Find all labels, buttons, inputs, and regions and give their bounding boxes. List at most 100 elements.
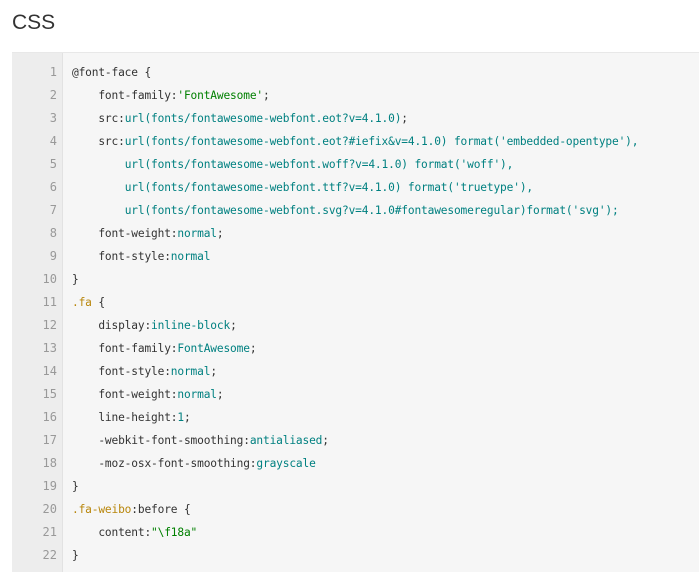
code-token: FontAwesome — [177, 342, 250, 355]
line-number: 3 — [49, 111, 57, 125]
code-token: font-style: — [98, 250, 171, 263]
code-token: font-weight: — [98, 227, 178, 240]
code-line: 7 url(fonts/fontawesome-webfont.svg?v=4.… — [12, 199, 699, 222]
indent — [72, 319, 98, 332]
code-text: -moz-osx-font-smoothing:grayscale — [72, 452, 316, 475]
code-token: ; — [401, 112, 408, 125]
code-text: .fa { — [72, 291, 105, 314]
code-token: display: — [98, 319, 152, 332]
line-number: 13 — [42, 341, 57, 355]
code-token: normal — [177, 388, 217, 401]
code-token: } — [72, 480, 79, 493]
code-line: 20.fa-weibo:before { — [12, 498, 699, 521]
code-text: font-style:normal — [72, 245, 210, 268]
code-token: } — [72, 549, 79, 562]
code-token: ; — [263, 89, 270, 102]
code-token: font-family: — [98, 342, 178, 355]
code-text: font-weight:normal; — [72, 383, 223, 406]
code-text: } — [72, 475, 79, 498]
indent — [72, 112, 98, 125]
code-block[interactable]: 1@font-face {2 font-family:'FontAwesome'… — [12, 52, 699, 572]
code-line: 16 line-height:1; — [12, 406, 699, 429]
code-text: url(fonts/fontawesome-webfont.svg?v=4.1.… — [72, 199, 619, 222]
code-token: "\f18a" — [151, 526, 198, 539]
code-text: @font-face { — [72, 61, 151, 84]
indent — [72, 158, 125, 171]
code-text: src:url(fonts/fontawesome-webfont.eot?v=… — [72, 107, 408, 130]
code-text: font-family:'FontAwesome'; — [72, 84, 270, 107]
code-text: -webkit-font-smoothing:antialiased; — [72, 429, 329, 452]
indent — [72, 526, 98, 539]
code-line: 18 -moz-osx-font-smoothing:grayscale — [12, 452, 699, 475]
indent — [72, 204, 125, 217]
indent — [72, 89, 98, 102]
code-line: 15 font-weight:normal; — [12, 383, 699, 406]
code-text: font-weight:normal; — [72, 222, 223, 245]
line-number: 5 — [49, 157, 57, 171]
code-line: 3 src:url(fonts/fontawesome-webfont.eot?… — [12, 107, 699, 130]
code-line: 13 font-family:FontAwesome; — [12, 337, 699, 360]
code-token: line-height: — [98, 411, 178, 424]
indent — [72, 434, 98, 447]
indent — [72, 342, 98, 355]
code-token: src: — [98, 112, 125, 125]
code-token: ; — [183, 411, 191, 424]
code-line: 2 font-family:'FontAwesome'; — [12, 84, 699, 107]
code-token: ; — [322, 434, 329, 447]
line-number: 4 — [49, 134, 57, 148]
indent — [72, 365, 98, 378]
code-line: 22} — [12, 544, 699, 567]
line-number: 6 — [49, 180, 57, 194]
code-token: antialiased — [249, 434, 323, 447]
code-text: display:inline-block; — [72, 314, 236, 337]
code-token: 1 — [177, 411, 184, 424]
line-number: 9 — [49, 249, 57, 263]
code-line: 14 font-style:normal; — [12, 360, 699, 383]
line-number: 2 — [49, 88, 57, 102]
code-token: font-style: — [98, 365, 171, 378]
code-token: url(fonts/fontawesome-webfont.ttf?v=4.1.… — [124, 181, 533, 194]
code-line: 10} — [12, 268, 699, 291]
indent — [72, 135, 98, 148]
code-line: 4 src:url(fonts/fontawesome-webfont.eot?… — [12, 130, 699, 153]
line-number: 12 — [42, 318, 57, 332]
code-token: -webkit-font-smoothing: — [98, 434, 250, 447]
code-token: normal — [170, 365, 211, 378]
code-token: ; — [210, 365, 217, 378]
code-token: normal — [170, 250, 211, 263]
code-token: src: — [98, 135, 125, 148]
code-token: grayscale — [256, 457, 316, 470]
code-text: url(fonts/fontawesome-webfont.woff?v=4.1… — [72, 153, 514, 176]
code-line: 12 display:inline-block; — [12, 314, 699, 337]
indent — [72, 457, 98, 470]
code-token: content: — [98, 526, 152, 539]
code-token: .fa-weibo — [72, 503, 132, 516]
code-token: { — [91, 296, 105, 309]
code-token: url(fonts/fontawesome-webfont.woff?v=4.1… — [124, 158, 514, 171]
indent — [72, 388, 98, 401]
code-token: inline-block — [151, 319, 231, 332]
code-token: ; — [216, 227, 224, 240]
code-text: font-style:normal; — [72, 360, 217, 383]
code-token: 'FontAwesome' — [177, 89, 263, 102]
code-text: .fa-weibo:before { — [72, 498, 191, 521]
code-token: } — [72, 273, 79, 286]
code-token: @font-face { — [72, 66, 152, 79]
line-number: 22 — [42, 548, 57, 562]
code-text: } — [72, 544, 79, 567]
line-number: 17 — [42, 433, 57, 447]
line-number: 10 — [42, 272, 57, 286]
code-token: ; — [216, 388, 224, 401]
code-token: :before { — [131, 503, 191, 516]
line-number: 15 — [42, 387, 57, 401]
line-number: 19 — [42, 479, 57, 493]
line-number: 21 — [42, 525, 57, 539]
code-text: url(fonts/fontawesome-webfont.ttf?v=4.1.… — [72, 176, 533, 199]
code-token: url(fonts/fontawesome-webfont.svg?v=4.1.… — [124, 204, 619, 217]
line-number: 11 — [42, 295, 57, 309]
code-line: 1@font-face { — [12, 61, 699, 84]
code-line: 17 -webkit-font-smoothing:antialiased; — [12, 429, 699, 452]
code-line: 9 font-style:normal — [12, 245, 699, 268]
line-number: 14 — [42, 364, 57, 378]
code-token: .fa — [72, 296, 92, 309]
